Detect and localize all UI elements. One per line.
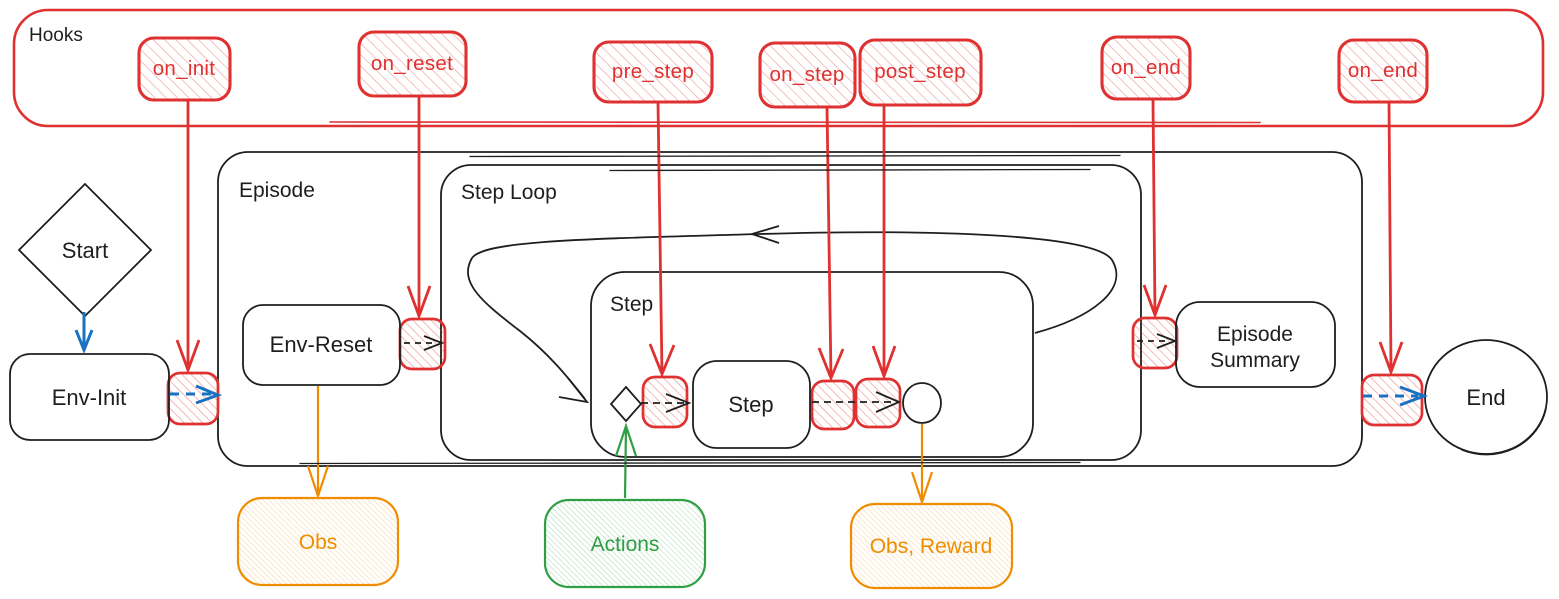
svg-text:Start: Start	[62, 238, 108, 263]
svg-text:Step: Step	[728, 392, 773, 417]
svg-text:Step Loop: Step Loop	[461, 181, 557, 204]
svg-text:Hooks: Hooks	[29, 25, 83, 46]
svg-text:on_reset: on_reset	[371, 52, 453, 75]
svg-text:on_end: on_end	[1111, 56, 1181, 79]
svg-text:Step: Step	[610, 293, 653, 316]
svg-text:pre_step: pre_step	[612, 60, 694, 83]
svg-text:Summary: Summary	[1210, 349, 1300, 372]
svg-text:on_end: on_end	[1348, 59, 1418, 82]
svg-text:Episode: Episode	[239, 179, 315, 202]
svg-text:on_init: on_init	[153, 57, 216, 80]
svg-text:Obs: Obs	[299, 531, 338, 554]
svg-text:Episode: Episode	[1217, 323, 1293, 346]
svg-text:post_step: post_step	[874, 60, 966, 83]
svg-text:Actions: Actions	[591, 533, 660, 556]
svg-text:Env-Reset: Env-Reset	[270, 332, 373, 357]
svg-text:on_step: on_step	[769, 63, 844, 86]
svg-text:End: End	[1466, 385, 1505, 410]
svg-text:Env-Init: Env-Init	[52, 385, 127, 410]
svg-text:Obs, Reward: Obs, Reward	[870, 535, 993, 558]
